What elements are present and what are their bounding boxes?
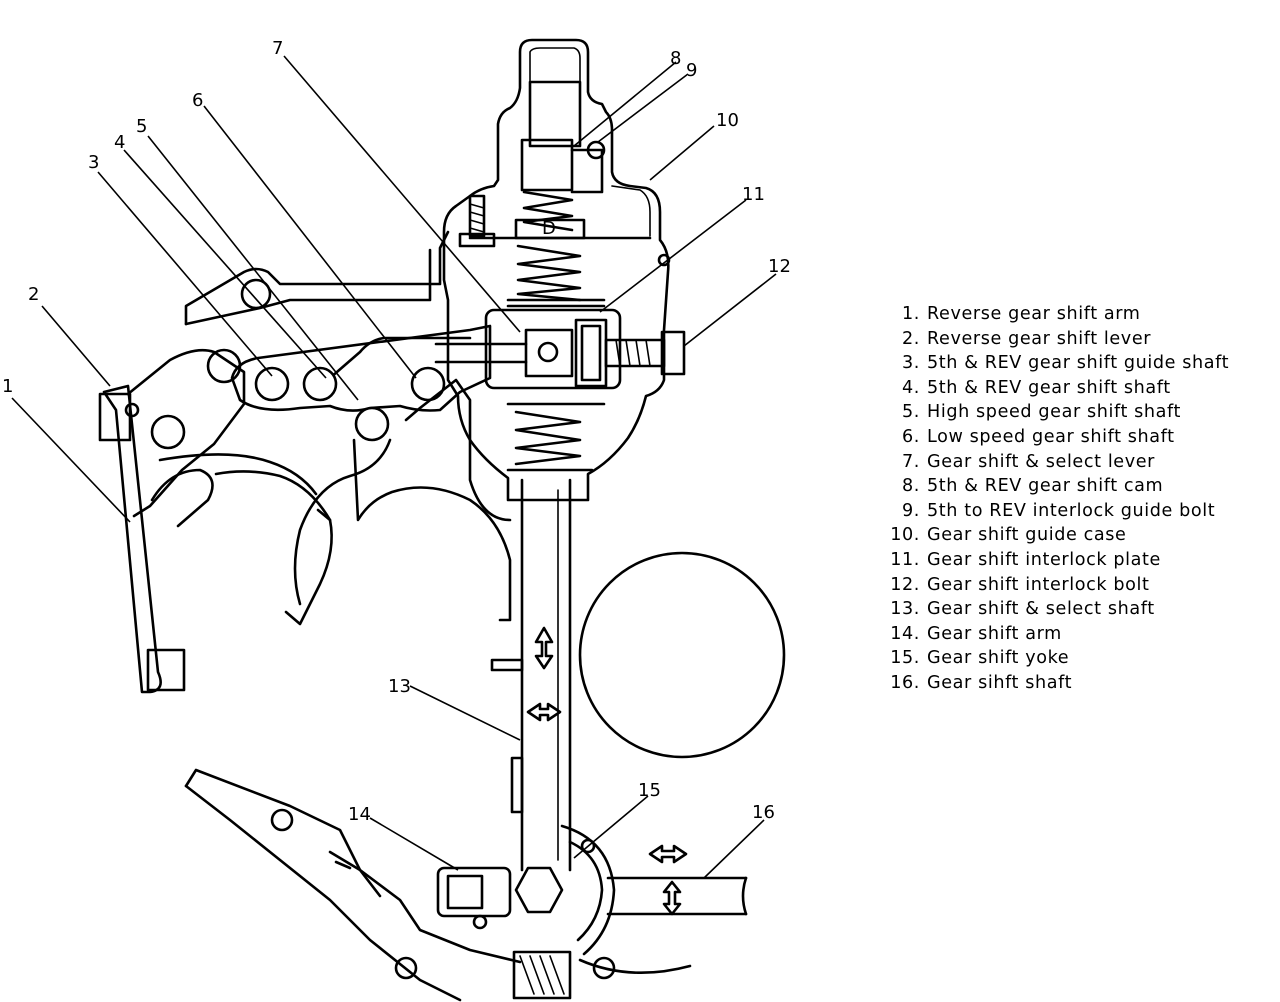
callout-14: 14 [348,804,371,825]
legend-item-8: 8.5th & REV gear shift cam [902,476,1164,497]
gear-shift-interlock-bolt [604,330,686,376]
legend-item-9: 9.5th to REV interlock guide bolt [902,500,1216,521]
case-bolt [458,194,496,248]
reverse-gear-shift-arm [98,384,186,694]
legend-item-7: 7.Gear shift & select lever [902,451,1156,472]
gear-shift-guide-case [442,38,671,502]
high-speed-shift-shaft [354,406,390,442]
callout-15: 15 [638,780,661,801]
legend-item-2: 2.Reverse gear shift lever [902,328,1152,349]
left-right-arrow-icon [648,844,688,864]
callout-numbers: 1 2 3 4 5 6 7 8 9 10 11 12 13 14 15 16 [2,38,791,825]
legend-item-3: 3.5th & REV gear shift guide shaft [902,353,1230,374]
low-speed-shift-shaft [410,366,446,402]
guide-shaft-5th-rev [254,366,290,402]
legend-item-4: 4.5th & REV gear shift shaft [902,377,1171,398]
gear-shift-shaft [606,844,748,916]
callout-13: 13 [388,676,411,697]
callout-11: 11 [742,184,765,205]
legend-item-13: 13.Gear shift & select shaft [890,599,1155,620]
callout-4: 4 [114,132,125,153]
up-down-arrow-icon [662,880,682,916]
legend-item-11: 11.Gear shift interlock plate [890,549,1161,570]
upper-select-spring: D [468,190,652,308]
callout-7: 7 [272,38,283,59]
up-down-arrow-icon [534,626,554,670]
legend-item-16: 16.Gear sihft shaft [890,672,1073,693]
legend-item-15: 15.Gear shift yoke [890,648,1070,669]
legend-item-14: 14.Gear shift arm [890,623,1062,644]
callout-16: 16 [752,802,775,823]
left-right-arrow-icon [526,702,562,722]
callout-12: 12 [768,256,791,277]
shift-fork [214,378,512,626]
gear-shift-yoke [514,824,616,956]
callout-8: 8 [670,48,681,69]
upper-shift-bracket [184,230,450,326]
gear-shift-arm [436,866,512,930]
svg-text:D: D [542,218,556,239]
callout-6: 6 [192,90,203,111]
lower-select-spring [506,402,606,472]
legend-item-5: 5.High speed gear shift shaft [902,402,1182,423]
callout-1: 1 [2,376,13,397]
lower-linkage-plate [184,768,692,1002]
callout-3: 3 [88,152,99,173]
callout-2: 2 [28,284,39,305]
reverse-gear-shift-lever [126,348,318,528]
shift-shaft-5th-rev [302,366,338,402]
reference-circle [578,551,786,759]
callout-5: 5 [136,116,147,137]
callout-10: 10 [716,110,739,131]
legend-item-1: 1.Reverse gear shift arm [902,304,1141,324]
legend-item-6: 6.Low speed gear shift shaft [902,426,1175,447]
gear-shift-select-lever [434,308,622,390]
callout-9: 9 [686,60,697,81]
interlock-guide-bolt-5th-to-rev [586,140,606,160]
gear-shift-select-shaft [490,478,572,872]
callout-leaders [11,55,777,879]
legend-item-12: 12.Gear shift interlock bolt [890,574,1150,595]
gear-shift-cam-5th-rev [520,80,604,194]
legend-item-10: 10.Gear shift guide case [890,525,1127,546]
bottom-gear [512,950,572,1000]
parts-legend: 1.Reverse gear shift arm 2.Reverse gear … [876,302,1276,696]
